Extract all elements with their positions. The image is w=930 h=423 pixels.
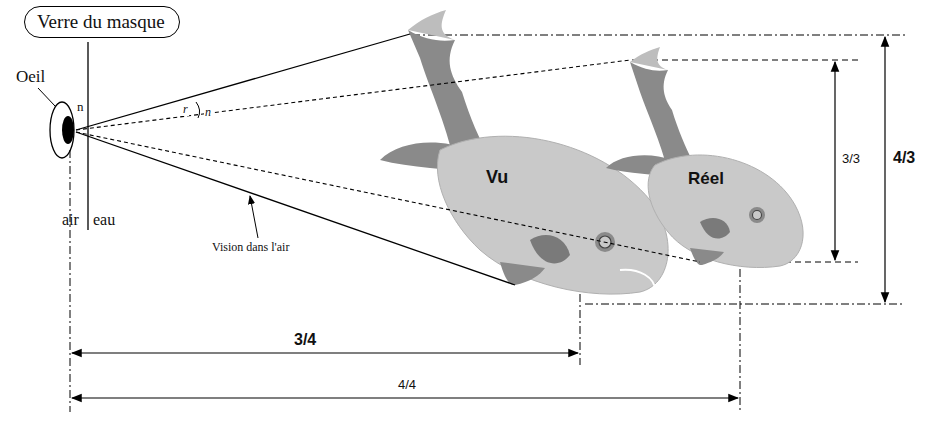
sight-lines <box>76 34 700 285</box>
index-symbol: n <box>76 100 85 114</box>
dimension-label: 3/4 <box>294 332 316 349</box>
angle-symbol: r <box>182 103 189 116</box>
box-text: Verre du masque <box>37 11 165 32</box>
eye <box>38 88 74 158</box>
callout-box: Verre du masque <box>24 6 180 38</box>
dimension-arrows <box>72 37 885 398</box>
guide-lines <box>70 35 905 412</box>
dimension-label: 3/3 <box>841 152 861 166</box>
fish-label: Réel <box>688 170 724 188</box>
line-label: Vision dans l'air <box>212 241 289 254</box>
index-symbol: n <box>204 106 212 119</box>
eye-label: Oeil <box>16 68 45 86</box>
medium-label: air <box>62 212 79 229</box>
dimension-label: 4/4 <box>398 378 416 392</box>
fish-seen <box>380 10 668 294</box>
medium-label: eau <box>93 212 115 229</box>
fish-real <box>606 47 803 268</box>
dimension-label: 4/3 <box>892 150 916 167</box>
fish-label: Vu <box>486 168 508 187</box>
